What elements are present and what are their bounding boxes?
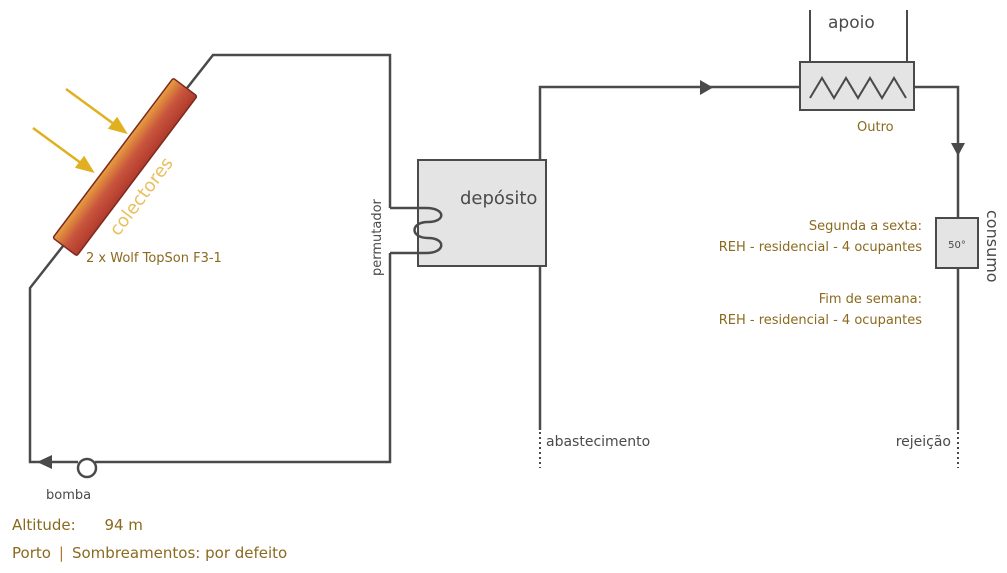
backup-type-label: Outro	[857, 120, 894, 135]
location-label: Porto	[12, 544, 51, 562]
location-row: Porto | Sombreamentos: por defeito	[12, 544, 287, 562]
consumption-box	[935, 217, 979, 269]
supply-label: abastecimento	[546, 434, 650, 450]
altitude-row: Altitude: 94 m	[12, 516, 143, 534]
weekday-title: Segunda a sexta:	[809, 219, 922, 234]
flow-arrow-down-icon	[951, 143, 965, 156]
weekend-title: Fim de semana:	[819, 292, 922, 307]
pump-return-pipe	[95, 253, 392, 464]
tank-label: depósito	[460, 188, 537, 209]
altitude-label: Altitude:	[12, 516, 76, 534]
shading-label: Sombreamentos: por defeito	[71, 544, 288, 562]
flow-arrow-left-icon	[37, 455, 52, 469]
consumption-pipe	[914, 85, 960, 218]
sun-arrows-icon	[32, 87, 128, 174]
weekday-profile: REH - residencial - 4 ocupantes	[719, 240, 922, 255]
exchanger-label: permutador	[370, 198, 385, 276]
collector-model-label: 2 x Wolf TopSon F3-1	[86, 251, 222, 266]
hot-water-pipe	[538, 85, 800, 160]
consumption-label: consumo	[983, 210, 1002, 283]
weekend-profile: REH - residencial - 4 ocupantes	[719, 313, 922, 328]
rejection-label: rejeição	[896, 434, 951, 450]
collector-panel	[52, 78, 198, 256]
pump-icon	[76, 457, 98, 479]
backup-label: apoio	[828, 13, 875, 33]
pump-label: bomba	[46, 488, 91, 503]
flow-arrow-right-icon	[700, 80, 713, 95]
heat-exchanger-coil-icon	[413, 206, 443, 255]
backup-heater-box	[799, 61, 915, 111]
separator: |	[58, 544, 64, 562]
heating-element-icon	[809, 76, 907, 100]
altitude-value: 94 m	[104, 516, 143, 534]
temperature-label: 50°	[948, 240, 966, 251]
